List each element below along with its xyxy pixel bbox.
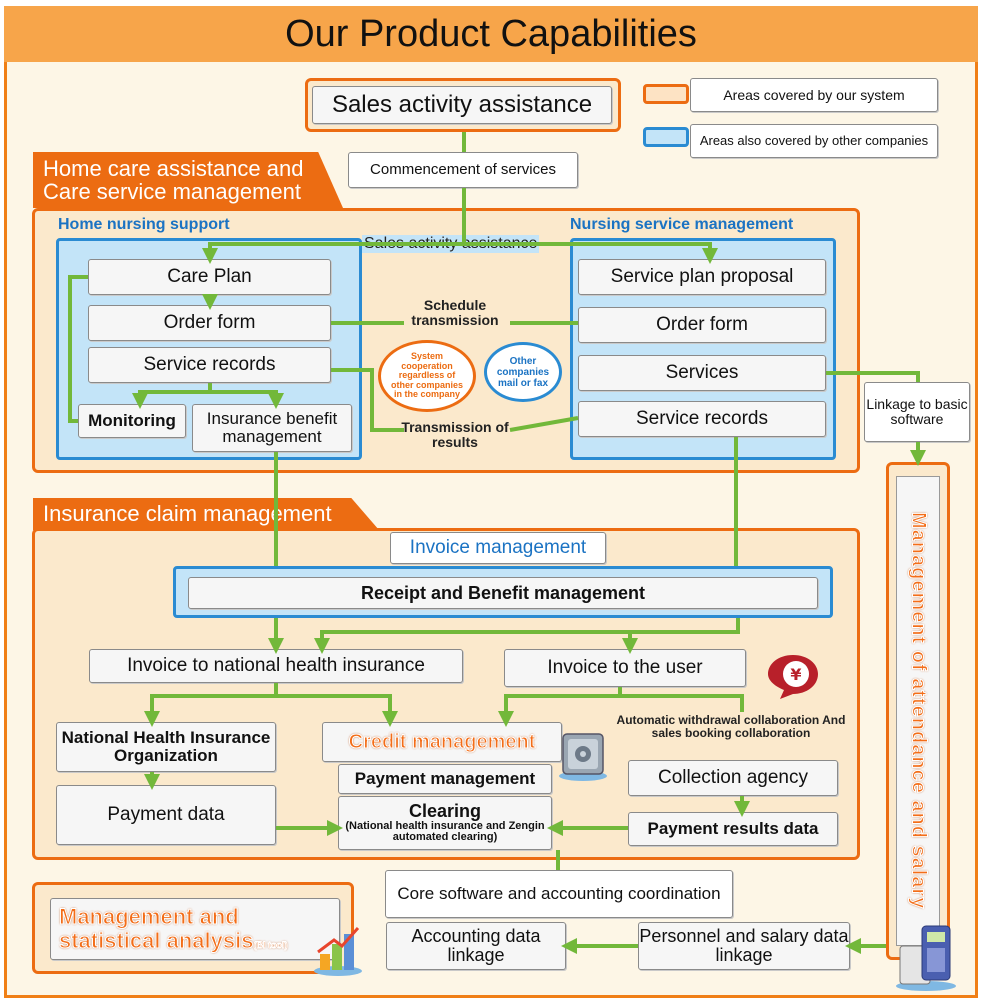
mgmt-stat-line2-wrap: statistical analysis(BI tool)	[58, 927, 288, 953]
yen-icon: ¥	[766, 652, 820, 700]
safe-icon	[556, 728, 610, 782]
yen-icon-svg: ¥	[768, 655, 818, 699]
bi-tool-label: (BI tool)	[253, 939, 288, 950]
attendance-label-box: Management of attendance and salary	[896, 476, 940, 946]
attendance-label: Management of attendance and salary	[907, 512, 930, 910]
service-records-left-box: Service records	[88, 347, 331, 383]
mgmt-stat-line2: statistical analysis	[58, 927, 254, 953]
home-care-tab: Home care assistance and Care service ma…	[33, 152, 343, 208]
schedule-transmission-label: Schedule transmission	[411, 297, 499, 328]
core-software-box: Core software and accounting coordinatio…	[385, 870, 733, 918]
order-form-right-box: Order form	[578, 307, 826, 343]
legend-swatch-ours	[643, 84, 689, 104]
home-care-tab-line1: Home care assistance and	[43, 155, 304, 181]
credit-mgmt-text: Credit management	[348, 730, 536, 753]
linkage-basic-box: Linkage to basic software	[864, 382, 970, 442]
payment-results-box: Payment results data	[628, 812, 838, 846]
clearing-title: Clearing	[408, 801, 482, 821]
payment-data-box: Payment data	[56, 785, 276, 845]
payment-mgmt-box: Payment management	[338, 764, 552, 794]
legend-label-others: Areas also covered by other companies	[690, 124, 938, 158]
personnel-linkage-box: Personnel and salary data linkage	[638, 922, 850, 970]
claim-tab: Insurance claim management	[33, 498, 379, 530]
credit-mgmt-box: Credit management	[322, 722, 562, 762]
transmission-results-label: Transmission of results	[401, 419, 509, 450]
care-plan-box: Care Plan	[88, 259, 331, 295]
other-companies-bubble-text: Other companies mail or fax	[496, 355, 550, 389]
bar-chart-icon-svg	[314, 927, 362, 976]
home-care-tab-line2: Care service management	[43, 179, 302, 204]
clearing-sub: (National health insurance and Zengin au…	[345, 819, 545, 844]
services-box: Services	[578, 355, 826, 391]
cooperation-bubble-text: System cooperation regardless of other c…	[390, 351, 464, 400]
bar-chart-icon	[312, 924, 364, 976]
clearing-box: Clearing (National health insurance and …	[338, 796, 552, 850]
order-form-left-box: Order form	[88, 305, 331, 341]
mgmt-stat-box: Management and statistical analysis(BI t…	[50, 898, 340, 960]
mgmt-stat-line1: Management and	[59, 904, 240, 930]
insurance-benefit-box: Insurance benefit management	[192, 404, 352, 452]
svg-text:¥: ¥	[790, 665, 801, 684]
invoice-nhi-box: Invoice to national health insurance	[89, 649, 463, 683]
nursing-mgmt-heading: Nursing service management	[570, 216, 794, 233]
invoice-mgmt-box: Invoice management	[390, 532, 606, 564]
home-nursing-heading: Home nursing support	[58, 216, 230, 233]
calculator-icon	[894, 922, 958, 992]
auto-withdrawal-label: Automatic withdrawal collaboration And s…	[616, 713, 846, 740]
legend-label-ours: Areas covered by our system	[690, 78, 938, 112]
service-records-right-box: Service records	[578, 401, 826, 437]
sales-activity-box: Sales activity assistance	[312, 86, 612, 124]
receipt-benefit-box: Receipt and Benefit management	[188, 577, 818, 609]
sales-activity-label: Sales activity assistance	[362, 235, 540, 253]
cooperation-bubble: System cooperation regardless of other c…	[378, 340, 476, 412]
monitoring-box: Monitoring	[78, 404, 186, 438]
page-title: Our Product Capabilities	[4, 6, 978, 62]
invoice-user-box: Invoice to the user	[504, 649, 746, 687]
service-plan-box: Service plan proposal	[578, 259, 826, 295]
other-companies-bubble: Other companies mail or fax	[484, 342, 562, 402]
accounting-linkage-box: Accounting data linkage	[386, 922, 566, 970]
calculator-icon-svg	[896, 925, 956, 991]
safe-icon-svg	[559, 733, 607, 781]
nhi-org-box: National Health Insurance Organization	[56, 722, 276, 772]
collection-agency-box: Collection agency	[628, 760, 838, 796]
legend-swatch-others	[643, 127, 689, 147]
commencement-box: Commencement of services	[348, 152, 578, 188]
